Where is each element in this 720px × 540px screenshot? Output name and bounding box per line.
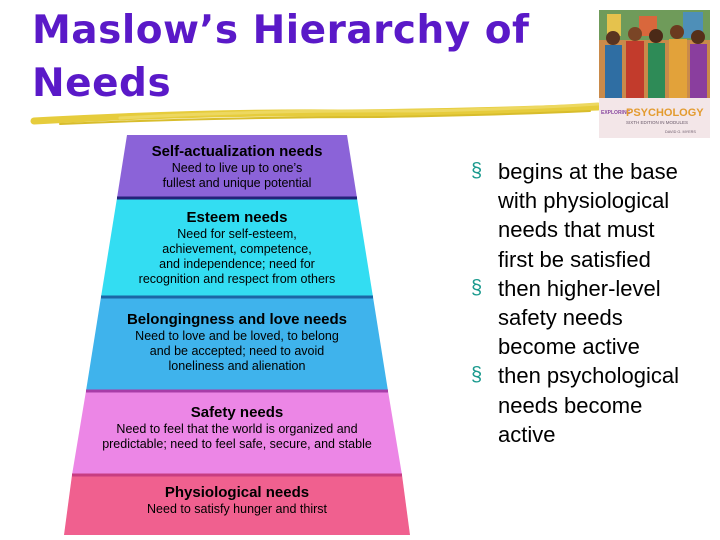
bullet-line: needs that must (498, 217, 655, 243)
bullet-marker-icon: § (471, 364, 483, 387)
tier-desc-line: Need to live up to one’s (171, 161, 303, 175)
bullet-line: become active (498, 334, 640, 360)
tier-desc-line: achievement, competence, (162, 242, 312, 256)
book-subtitle: SIXTH EDITION IN MODULES (626, 120, 688, 125)
tier-belonging-shape (86, 297, 388, 391)
tier-title: Esteem needs (186, 209, 288, 226)
bullet-line: active (498, 421, 556, 447)
book-author: DAVID G. MYERS (665, 130, 696, 134)
tier-title: Physiological needs (164, 484, 310, 501)
bullet-item: § begins at the base with physiological … (471, 157, 716, 274)
tier-title: Self-actualization needs (151, 143, 323, 160)
book-cover-image: EXPLORING PSYCHOLOGY SIXTH EDITION IN MO… (599, 10, 710, 138)
tier-self-actualization: Self-actualization needs Need to live up… (117, 143, 357, 191)
tier-desc-line: predictable; need to feel safe, secure, … (102, 437, 372, 451)
bullet-line: safety needs (498, 305, 623, 331)
tier-safety: Safety needs Need to feel that the world… (72, 404, 402, 452)
tier-desc-line: Need to satisfy hunger and thirst (147, 502, 327, 516)
tier-esteem: Esteem needs Need for self-esteem, achie… (101, 209, 373, 287)
tier-self-actualization-shape (117, 135, 357, 198)
tier-physiological-shape (64, 475, 410, 535)
slide-title-line-1: Maslow’s Hierarchy of (32, 8, 530, 53)
tier-desc-line: and independence; need for (159, 257, 315, 271)
slide-title-line-2: Needs (32, 61, 172, 106)
title-underline (30, 102, 602, 125)
bullet-line: with physiological (498, 188, 670, 214)
tier-desc-line: recognition and respect from others (138, 272, 336, 286)
tier-desc-line: and be accepted; need to avoid (149, 344, 325, 358)
tier-esteem-shape (101, 198, 373, 297)
tier-desc-line: fullest and unique potential (162, 176, 312, 190)
bullet-item: § then higher-level safety needs become … (471, 274, 716, 362)
book-title: PSYCHOLOGY (626, 107, 704, 119)
bullet-marker-icon: § (471, 276, 483, 299)
tier-desc-line: Need to love and be loved, to belong (135, 329, 339, 343)
tier-desc-line: loneliness and alienation (168, 359, 306, 373)
bullet-line: begins at the base (498, 159, 678, 184)
bullet-line: needs become (498, 392, 643, 418)
bullet-line: then higher-level (498, 275, 661, 301)
tier-title: Safety needs (190, 404, 284, 421)
bullet-line: then psychological (498, 363, 680, 389)
book-brand: EXPLORING (601, 110, 631, 116)
tier-title: Belongingness and love needs (126, 311, 348, 328)
tier-desc-line: Need to feel that the world is organized… (116, 422, 358, 436)
tier-physiological: Physiological needs Need to satisfy hung… (64, 484, 410, 517)
bullet-item: § then psychological needs become active (471, 361, 716, 449)
bullet-marker-icon: § (471, 160, 483, 182)
tier-safety-shape (72, 391, 402, 475)
slide-title: Maslow’s Hierarchy of Needs (32, 4, 530, 110)
bullet-list: § begins at the base with physiological … (471, 157, 716, 449)
tier-desc-line: Need for self-esteem, (177, 227, 297, 241)
tier-belonging: Belongingness and love needs Need to lov… (86, 311, 388, 374)
bullet-line: first be satisfied (498, 246, 651, 272)
